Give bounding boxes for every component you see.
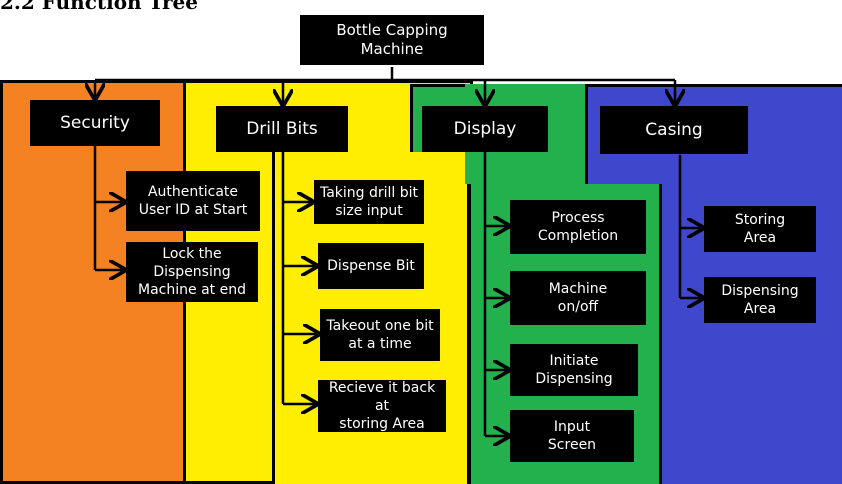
security-child-authenticate: Authenticate User ID at Start bbox=[126, 171, 260, 231]
section-heading: 2.2 Function Tree bbox=[0, 0, 198, 14]
display-child-machine: Machine on/off bbox=[510, 271, 646, 325]
drill-child-dispense: Dispense Bit bbox=[318, 243, 424, 289]
display-child-process: Process Completion bbox=[510, 200, 646, 254]
branch-casing: Casing bbox=[600, 106, 748, 154]
drill-child-size-input: Taking drill bit size input bbox=[314, 180, 424, 224]
root-node: Bottle Capping Machine bbox=[298, 13, 486, 67]
drill-child-takeout: Takeout one bit at a time bbox=[320, 309, 440, 361]
branch-display: Display bbox=[422, 106, 548, 152]
casing-child-dispensing: Dispensing Area bbox=[704, 277, 816, 323]
branch-security: Security bbox=[30, 100, 160, 146]
casing-child-storing: Storing Area bbox=[704, 206, 816, 252]
drill-child-receive: Recieve it back at storing Area bbox=[318, 380, 446, 432]
security-child-lock: Lock the Dispensing Machine at end bbox=[126, 242, 258, 302]
display-child-initiate: Initiate Dispensing bbox=[510, 344, 638, 396]
branch-drill-bits: Drill Bits bbox=[216, 106, 348, 152]
display-child-input: Input Screen bbox=[510, 410, 634, 462]
